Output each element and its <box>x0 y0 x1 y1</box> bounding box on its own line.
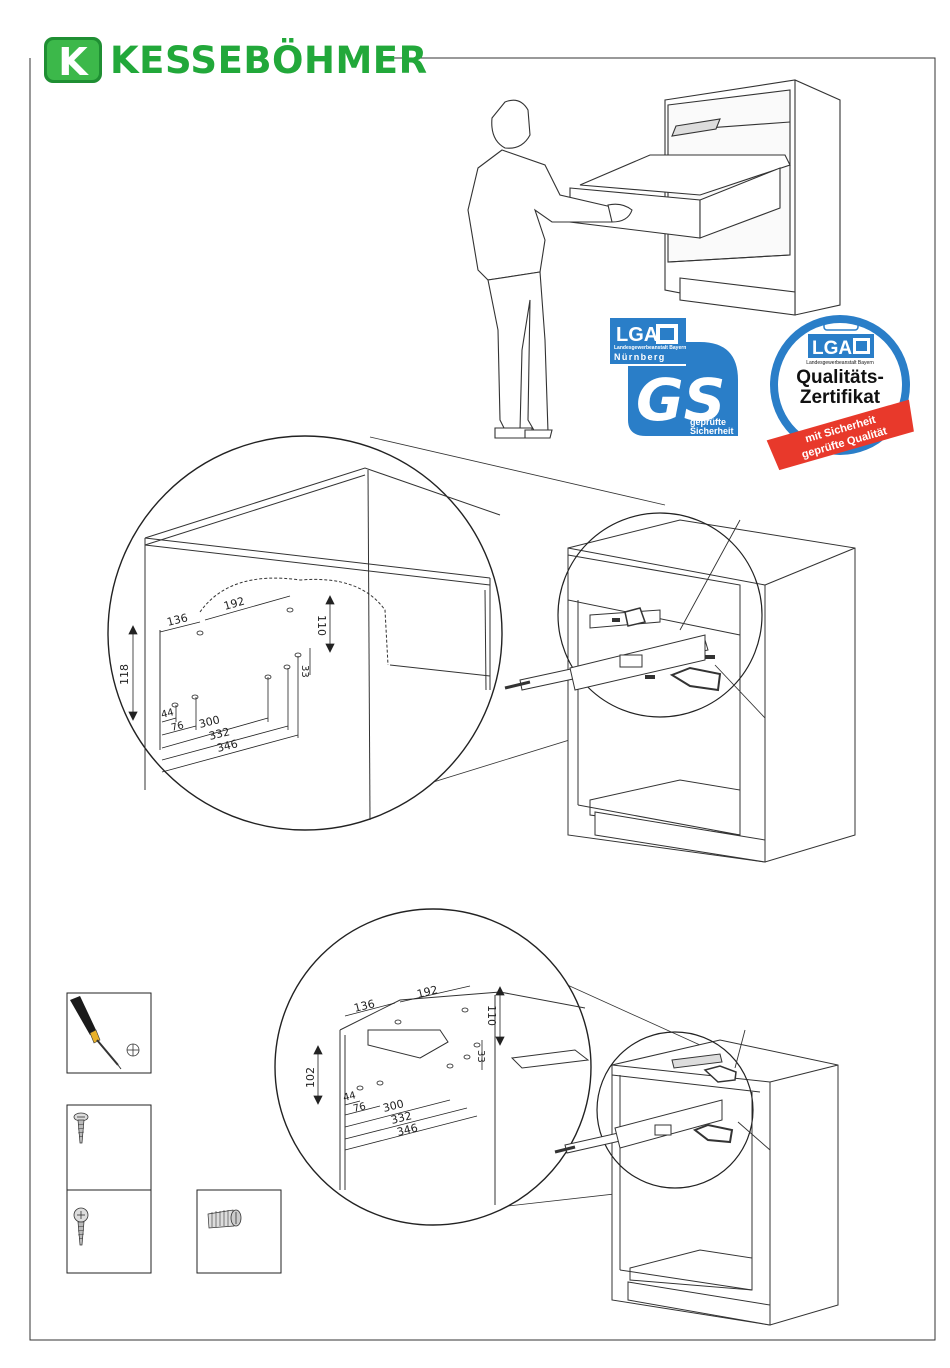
tool-box-screwdriver <box>67 993 151 1073</box>
d2-dim-110: 110 <box>485 1005 498 1026</box>
quality-title-1: Qualitäts- <box>796 367 884 388</box>
gs-lga-text: LGA <box>616 324 658 346</box>
cabinet-drawing-1 <box>505 513 855 862</box>
cabinet-drawing-2 <box>555 1030 838 1325</box>
quality-lga-sub: Landesgewerbeanstalt Bayern <box>806 360 874 366</box>
d1-dim-33: 33 <box>299 665 310 678</box>
d1-dim-110: 110 <box>315 615 328 636</box>
d2-dim-33: 33 <box>475 1050 486 1063</box>
tool-box-pan-head-screw <box>67 1105 151 1190</box>
tool-box-countersunk-screw <box>67 1190 151 1273</box>
brand-logo: K KESSEBÖHMER <box>44 37 428 84</box>
gs-city: Nürnberg <box>614 352 666 362</box>
d2-dim-102: 102 <box>304 1067 317 1088</box>
logo-letter: K <box>58 40 89 84</box>
brand-name: KESSEBÖHMER <box>110 38 428 82</box>
gs-lga-sub: Landesgewerbeanstalt Bayern <box>614 345 686 351</box>
d1-dim-118: 118 <box>118 664 131 685</box>
quality-lga-text: LGA <box>812 338 852 359</box>
gs-caption-2: Sicherheit <box>690 426 734 436</box>
tool-box-euro-screw <box>197 1190 281 1273</box>
logo-mark-icon: K <box>44 37 102 84</box>
quality-certificate-badge: LGA Landesgewerbeanstalt Bayern Qualität… <box>767 315 918 471</box>
gs-safety-badge: LGA Landesgewerbeanstalt Bayern Nürnberg… <box>610 318 738 436</box>
quality-title-2: Zertifikat <box>800 387 881 408</box>
phillips-symbol-icon <box>127 1044 139 1056</box>
